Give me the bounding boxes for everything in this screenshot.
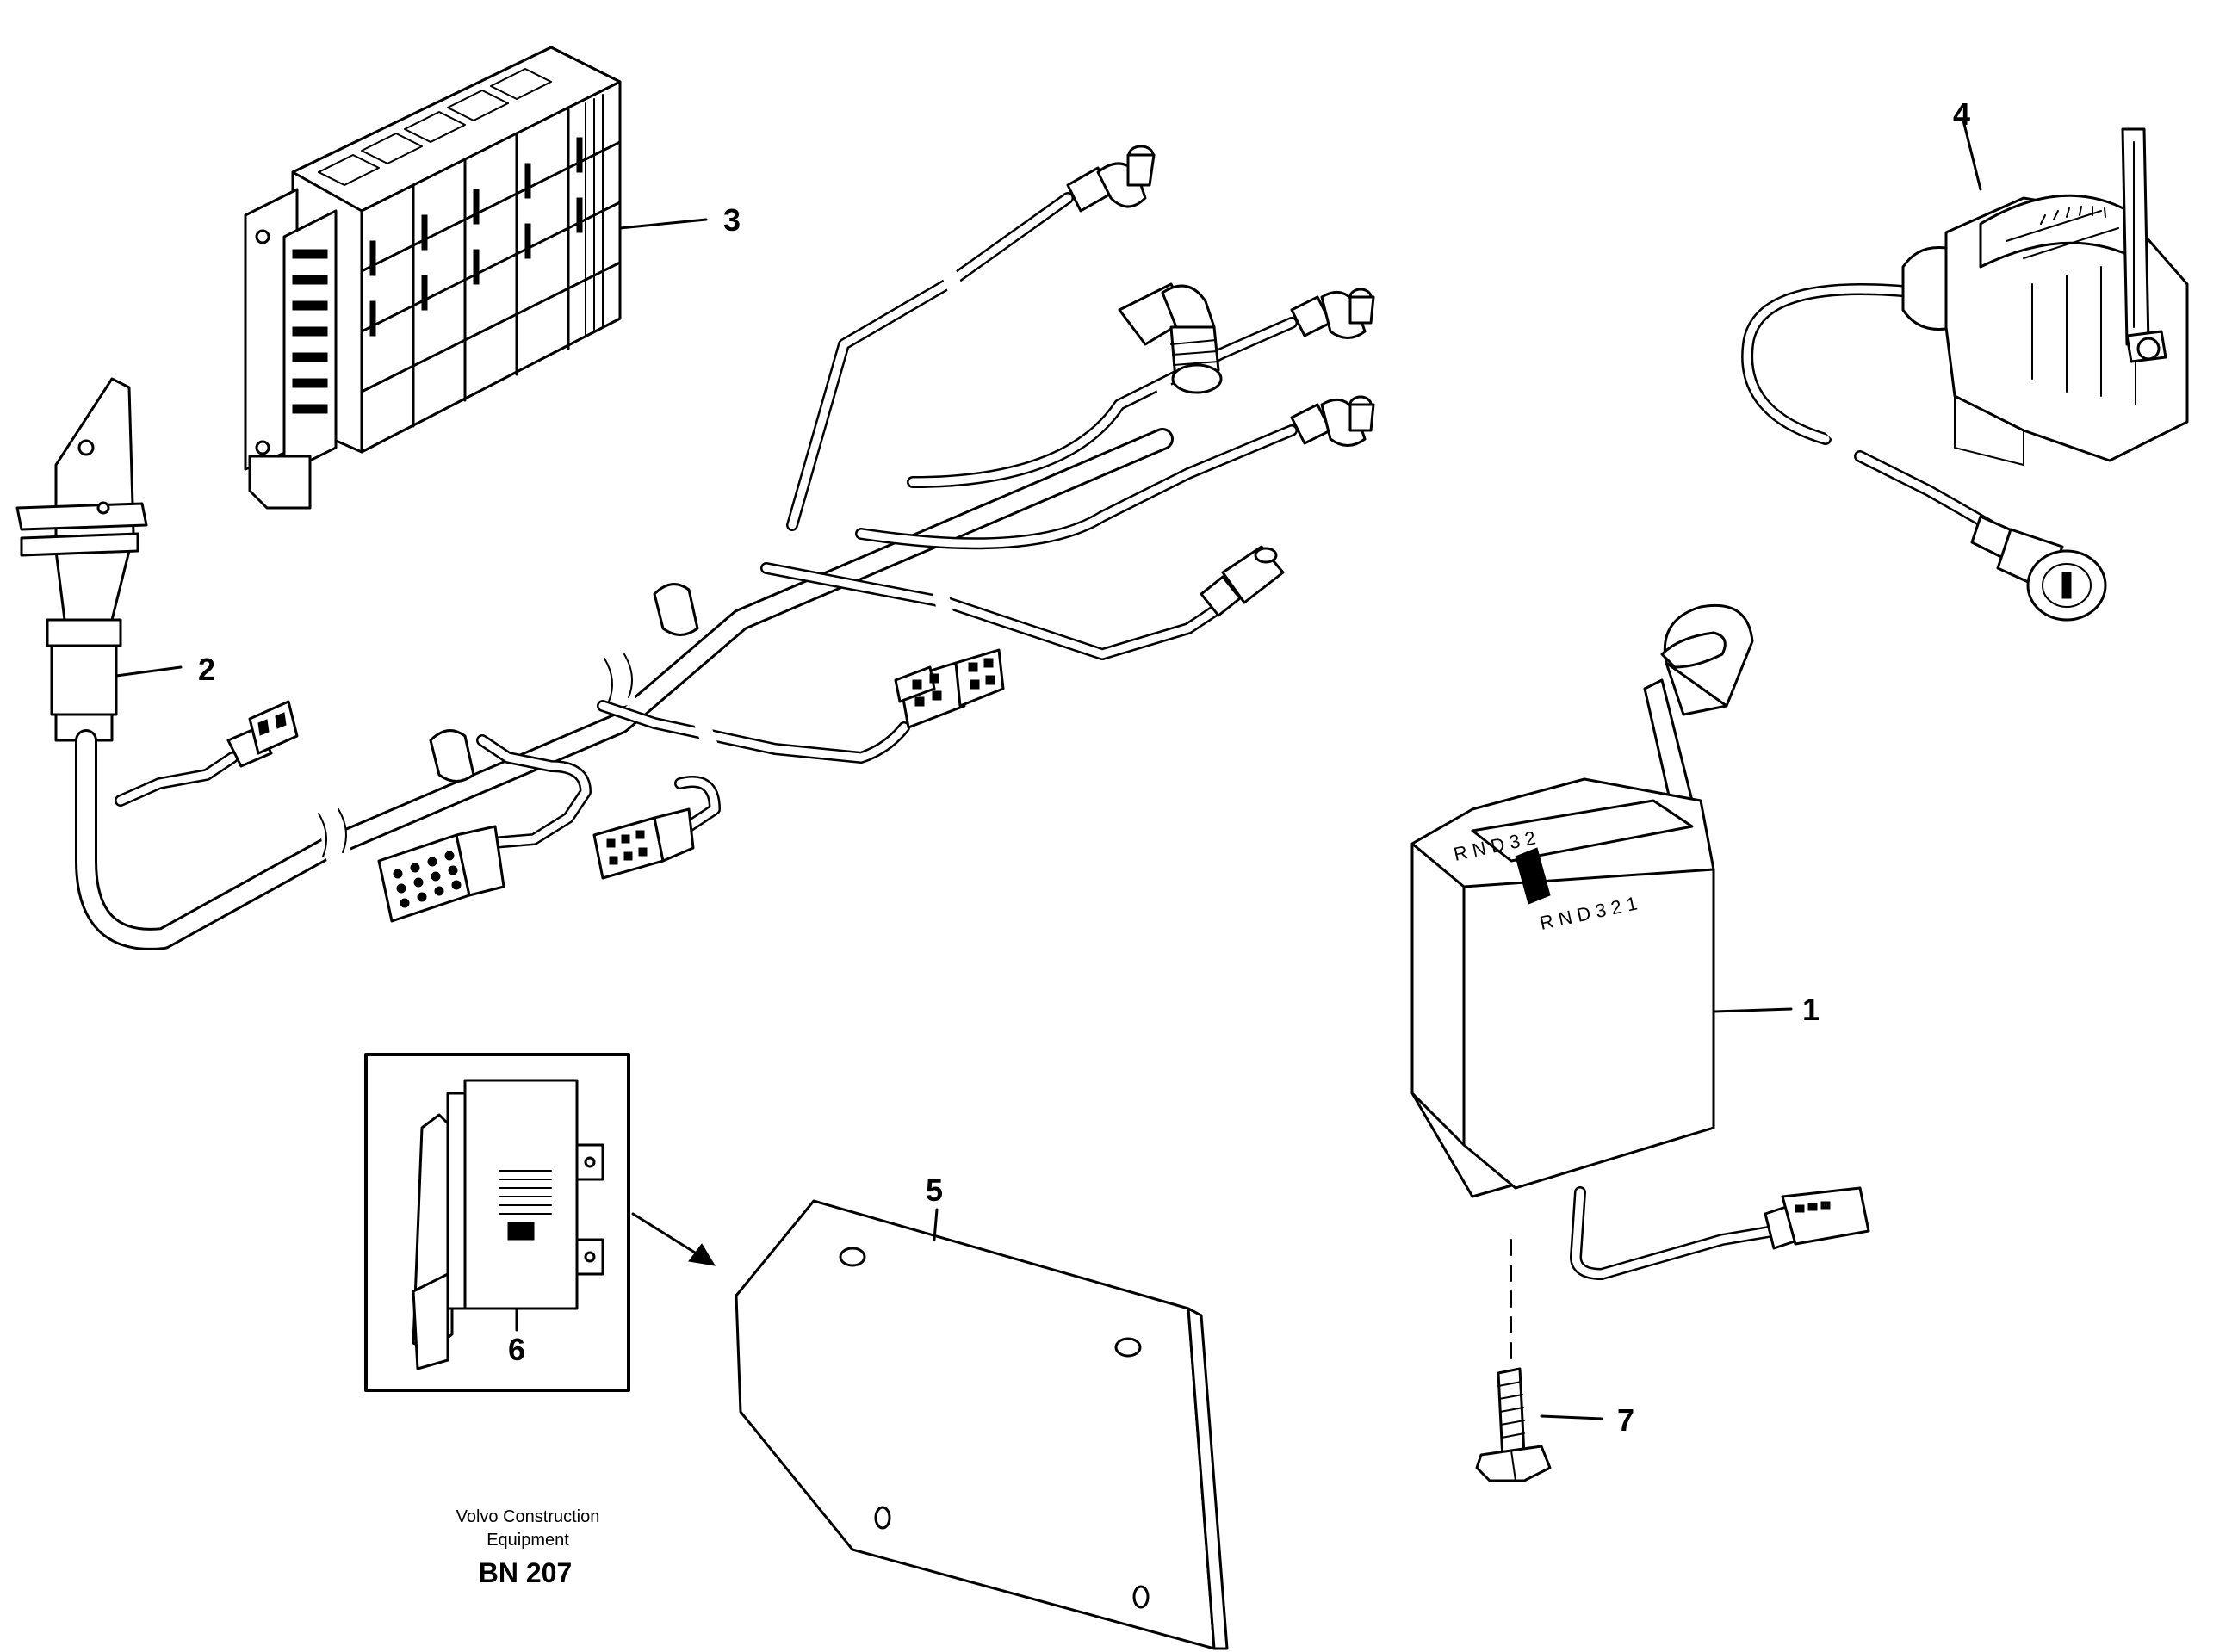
harness-connectors-middle (597, 648, 1005, 764)
leader-1 (1712, 1007, 1793, 1013)
harness-connectors-upper (1066, 145, 1375, 617)
harness-upper-branches (760, 192, 1298, 660)
harness-main-trunk (75, 428, 1174, 950)
callout-1: 1 (1802, 992, 1820, 1027)
mounting-plate (735, 1199, 1229, 1650)
harness-connectors-lower (115, 700, 721, 923)
leader-4 (1962, 119, 1982, 191)
wiring-harness (15, 145, 1375, 950)
leader-3 (618, 218, 708, 230)
detail-inset (364, 1053, 716, 1392)
footer: Volvo Construction Equipment BN 207 (456, 1507, 600, 1588)
harness-bracket (15, 377, 148, 742)
footer-brand-line1: Volvo Construction (456, 1507, 600, 1526)
footer-brand-line2: Equipment (487, 1531, 569, 1550)
leader-7 (1540, 1414, 1603, 1420)
footer-code: BN 207 (479, 1557, 573, 1588)
callout-7: 7 (1617, 1402, 1634, 1438)
callout-2: 2 (198, 652, 215, 687)
callouts: 1 2 3 4 5 6 7 (198, 96, 1970, 1438)
callout-5: 5 (926, 1172, 943, 1208)
mounting-screw (1475, 1367, 1552, 1482)
control-unit-relay-box (244, 46, 622, 510)
leader-lines (115, 119, 1982, 1420)
gear-selector-lever: R N D 3 2 R N D 3 2 1 (1410, 603, 1870, 1361)
kickdown-sensor-assembly (1741, 127, 2189, 622)
callout-4: 4 (1953, 96, 1970, 132)
leader-2 (115, 665, 183, 678)
callout-3: 3 (723, 202, 741, 238)
leader-5 (933, 1208, 939, 1241)
callout-6: 6 (508, 1332, 525, 1367)
